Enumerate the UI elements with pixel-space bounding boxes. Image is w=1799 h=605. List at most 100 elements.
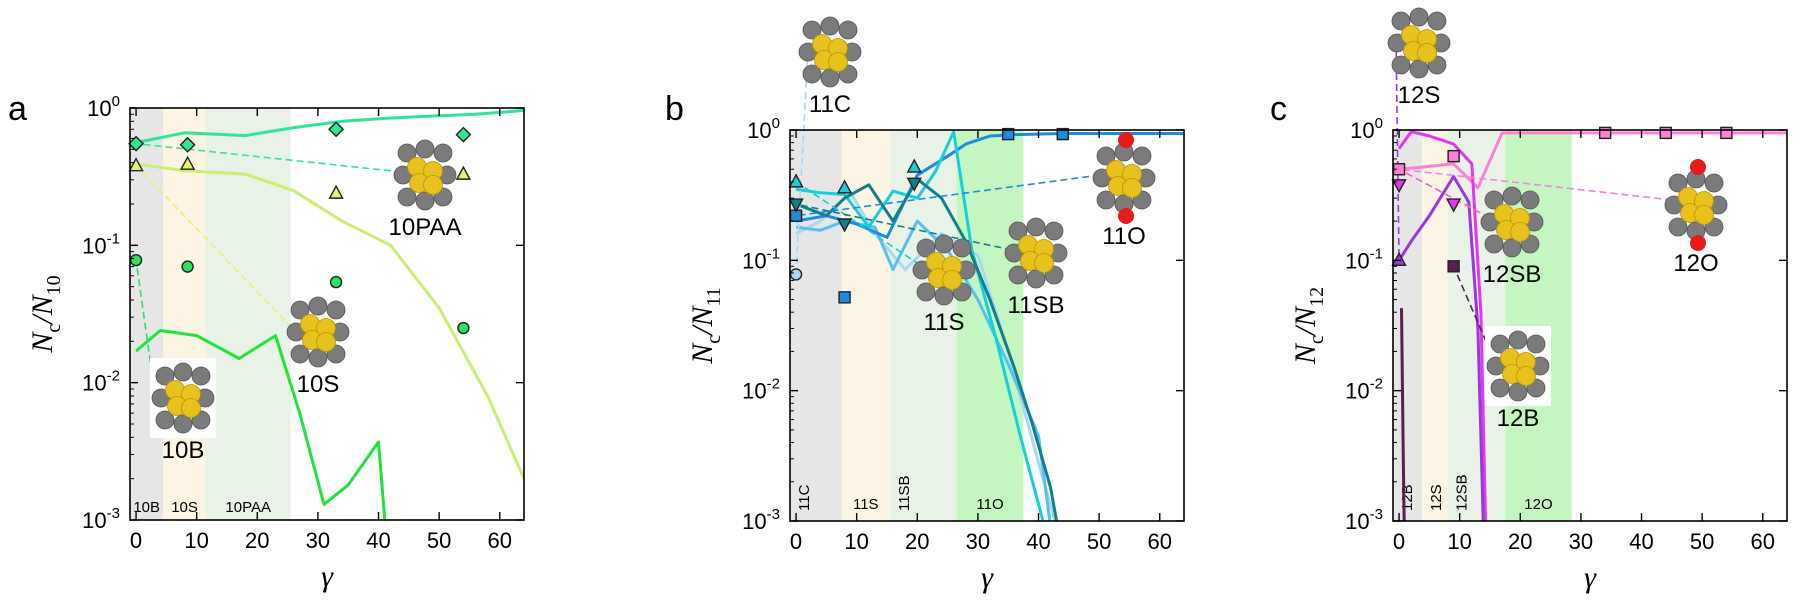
atom-metal [155, 410, 175, 430]
data-point [1447, 149, 1460, 163]
leader-line [795, 203, 1013, 251]
region-label: 10S [171, 499, 198, 516]
region-label: 12B [1399, 484, 1416, 511]
atom-metal [1502, 238, 1522, 258]
y-tick-exp: -2 [1370, 376, 1383, 393]
atom-gold [423, 175, 443, 195]
plot-frame [129, 107, 525, 521]
atom-metal [1502, 186, 1522, 206]
atom-gold [1510, 222, 1530, 242]
molecule-cartoon [1485, 326, 1551, 406]
cluster-label: 10B [162, 437, 205, 464]
region-band [205, 108, 291, 520]
y-label-slash: /N [686, 305, 719, 337]
y-tick-exp: 0 [772, 115, 780, 132]
region-label: 10PAA [225, 499, 271, 516]
y-axis-label: Nc/N12 [1289, 287, 1328, 365]
atom-gold [1516, 366, 1536, 386]
x-tick-label: 10 [1447, 529, 1471, 554]
data-point [1598, 126, 1612, 140]
atom-metal [1409, 59, 1429, 79]
atom-metal [1044, 221, 1064, 241]
y-tick-exp: 0 [1375, 115, 1383, 132]
leader-line [135, 142, 403, 173]
data-point [1391, 251, 1407, 267]
y-tick-base: 10 [747, 118, 771, 143]
data-point [1720, 126, 1733, 140]
y-label-base: N [1289, 342, 1322, 365]
molecule-cartoon [286, 296, 350, 368]
molecule-cartoon [798, 16, 862, 88]
atom-metal [1490, 378, 1510, 398]
x-tick-label: 0 [130, 528, 142, 553]
y-tick-base: 10 [1350, 118, 1374, 143]
atom-metal [433, 143, 453, 163]
cluster-label: 12S [1398, 82, 1441, 109]
region-label: 12O [1524, 496, 1552, 513]
x-tick-label: 40 [1026, 529, 1050, 554]
cluster-label: 12O [1673, 250, 1718, 277]
leader-line [795, 47, 809, 275]
data-point [1056, 127, 1069, 141]
atom-metal [1484, 190, 1504, 210]
atom-metal [191, 366, 211, 386]
atom-metal [290, 344, 310, 364]
y-tick-base: 10 [1345, 379, 1369, 404]
atom-metal [802, 20, 822, 40]
atom-oxygen [1690, 235, 1706, 251]
series-line-1 [795, 219, 1052, 521]
y-tick-exp: -2 [767, 376, 780, 393]
leader-line [795, 181, 921, 266]
y-label-slash: /N [26, 293, 59, 325]
atom-metal [934, 286, 954, 306]
atom-oxygen [1118, 208, 1134, 224]
series [135, 108, 524, 520]
y-label-base: N [26, 331, 59, 354]
region-label: 12SB [1454, 474, 1471, 511]
x-axis-label: γ [1584, 561, 1597, 594]
y-label-sub2: 11 [703, 287, 725, 306]
atom-metal [1391, 55, 1411, 75]
y-label-sub1: c [1306, 335, 1328, 344]
plot-frame [789, 129, 1185, 522]
panel-letter: a [8, 90, 27, 128]
x-tick-label: 10 [184, 528, 208, 553]
atom-metal [1008, 221, 1028, 241]
atom-oxygen [1118, 132, 1134, 148]
region-label: 11SB [896, 475, 913, 511]
series-line-1 [1397, 130, 1488, 521]
atom-metal [1391, 11, 1411, 31]
atom-metal [155, 366, 175, 386]
y-label-base: N [686, 342, 719, 365]
series-line-3 [1400, 308, 1406, 521]
y-tick-base: 10 [1345, 509, 1369, 534]
x-tick-label: 0 [790, 529, 802, 554]
atom-metal [1427, 11, 1447, 31]
data-point [128, 157, 144, 172]
data-point [788, 198, 804, 213]
atom-metal [308, 296, 328, 316]
atom-metal [308, 348, 328, 368]
x-tick-label: 40 [1629, 529, 1653, 554]
y-tick-label: 10-1 [742, 245, 780, 273]
x-tick-label: 50 [1087, 529, 1111, 554]
data-point [1391, 179, 1407, 194]
data-point [838, 291, 851, 304]
data-point [457, 321, 470, 335]
data-point [455, 126, 472, 143]
y-tick-exp: -2 [107, 368, 120, 385]
data-point [906, 177, 922, 192]
x-tick-label: 30 [1569, 529, 1593, 554]
x-tick-label: 30 [966, 529, 990, 554]
y-axis-label: Nc/N10 [26, 275, 65, 353]
y-label-sub1: c [43, 324, 65, 333]
data-point [329, 275, 343, 289]
atom-metal [1508, 382, 1528, 402]
y-tick-exp: -3 [1370, 506, 1383, 523]
molecule-cartoon [393, 139, 457, 211]
y-tick-base: 10 [742, 248, 766, 273]
data-point [836, 218, 853, 233]
y-tick-label: 10-3 [82, 505, 120, 533]
y-tick-exp: -1 [1370, 245, 1383, 262]
